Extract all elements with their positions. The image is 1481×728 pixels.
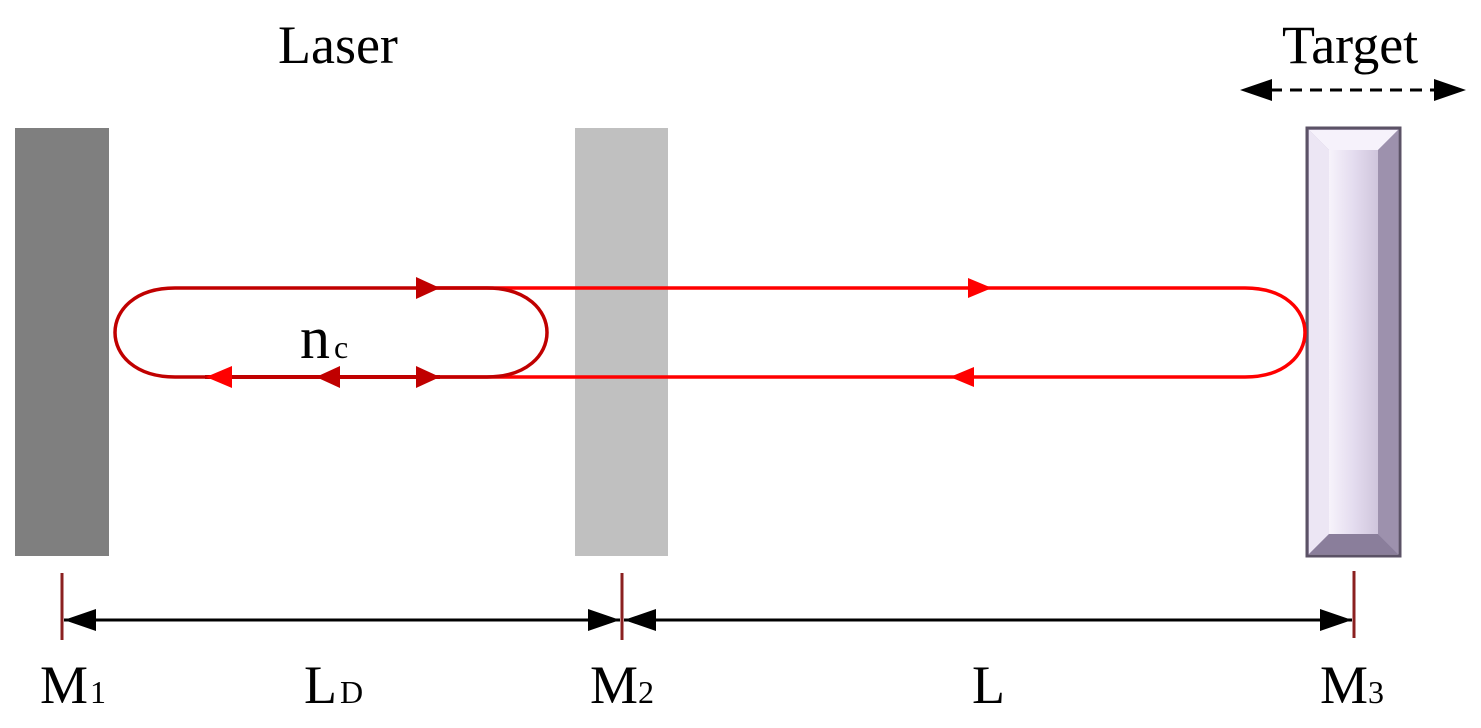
inner-top-arrowhead [416,277,440,299]
dimension-l [624,609,1352,631]
label-m1: M 1 [40,655,106,715]
svg-text:D: D [340,674,363,710]
inner-bottom-mid-arrowhead [316,366,340,388]
label-ld: L D [304,655,363,715]
mirror-m2 [575,128,668,556]
refractive-index-label: n c [300,305,348,371]
svg-text:n: n [300,305,330,371]
target-label: Target [1282,15,1418,75]
outer-forward-arrowhead [968,278,992,298]
svg-text:L: L [304,655,337,715]
external-cavity-beam [420,278,1307,387]
inner-bottom-right-arrowhead [416,366,440,388]
label-l: L [972,655,1005,715]
outer-return-arrowhead [950,367,974,387]
svg-text:3: 3 [1368,674,1384,710]
mirror-m3 [1305,126,1402,558]
dimension-ld [64,609,620,631]
laser-label: Laser [278,15,398,75]
svg-text:c: c [334,329,348,365]
internal-cavity-loop [113,277,549,388]
target-motion-arrow [1240,79,1466,101]
svg-text:M: M [40,655,88,715]
svg-text:M: M [1320,655,1368,715]
svg-text:1: 1 [90,674,106,710]
svg-text:2: 2 [638,674,654,710]
inner-bottom-left-arrowhead [206,366,232,388]
label-m3: M 3 [1320,655,1384,715]
svg-text:M: M [590,655,638,715]
label-m2: M 2 [590,655,654,715]
mirror-m1 [15,128,109,556]
